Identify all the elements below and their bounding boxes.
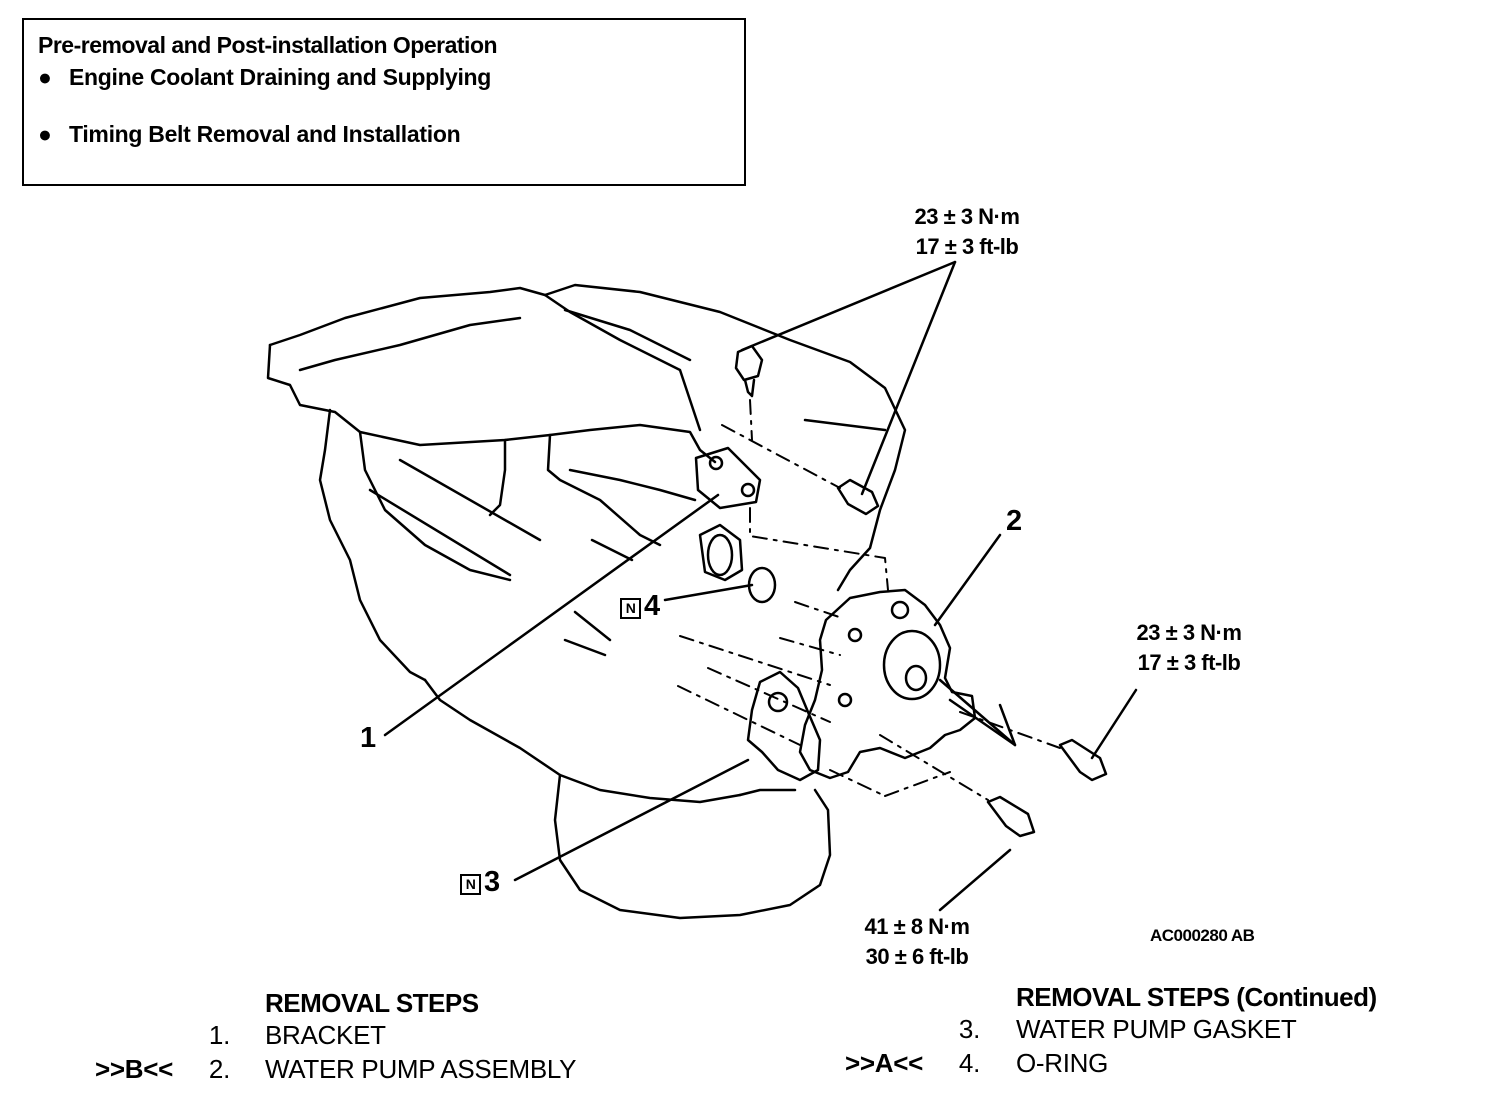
new-part-mark-icon: N [620,598,641,619]
torque-spec-right: 23 ± 3 N·m 17 ± 3 ft-lb [1136,620,1242,675]
figure-reference: AC000280 AB [1150,926,1255,945]
water-pump-assembly-part [798,588,1017,780]
assembly-guide-lines [677,399,1061,801]
water-pump-gasket-part [746,670,822,782]
new-part-mark-icon: N [460,874,481,895]
engine-block-outline [266,283,907,920]
bullet-icon: ● [38,121,52,147]
pre-removal-title: Pre-removal and Post-installation Operat… [38,32,498,58]
step-tag: >>B<< [95,1054,174,1084]
step-tag: >>A<< [845,1048,924,1078]
pre-removal-item-timing-belt: ●Timing Belt Removal and Installation [38,121,461,147]
pre-removal-operation-box: Pre-removal and Post-installation Operat… [22,18,746,186]
torque-spec-lower: 41 ± 8 N·m 30 ± 6 ft-lb [864,914,970,969]
torque-spec-top: 23 ± 3 N·m 17 ± 3 ft-lb [914,204,1020,259]
leader-lines [383,260,1138,912]
thermostat-housing [698,523,744,582]
callout-2: 2 [1006,505,1022,537]
bracket-part [694,446,762,510]
removal-steps-heading: REMOVAL STEPS [265,988,479,1018]
pre-removal-item-coolant: ●Engine Coolant Draining and Supplying [38,64,492,90]
removal-steps-continued-heading: REMOVAL STEPS (Continued) [1016,982,1377,1012]
bolt-middle [836,478,880,516]
bolt-right [1058,738,1108,782]
bolt-top [734,344,764,398]
bullet-icon: ● [38,64,52,90]
bolt-lower [986,795,1036,838]
callout-1: 1 [360,722,376,754]
